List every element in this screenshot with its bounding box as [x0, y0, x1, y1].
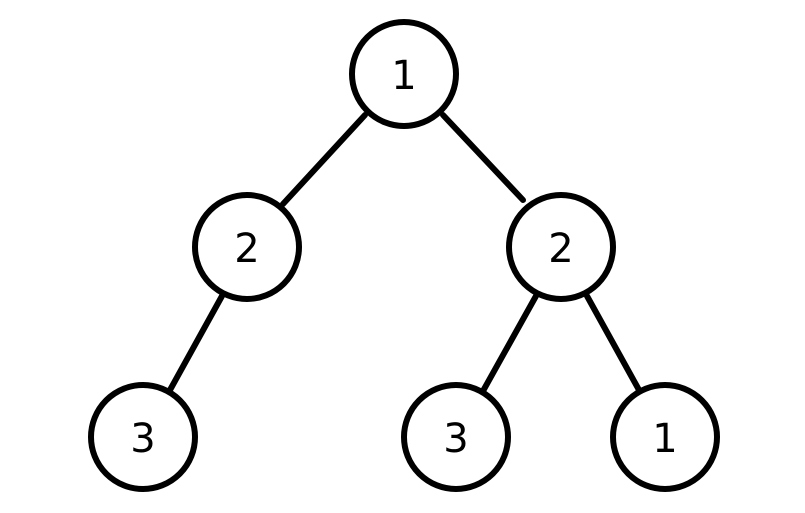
tree-node-root: 1	[349, 19, 459, 129]
tree-node-right-right: 1	[610, 382, 720, 492]
edge-right-right-right	[584, 293, 642, 393]
node-label-right-right: 1	[652, 416, 677, 462]
node-label-right: 2	[548, 226, 573, 272]
node-label-root: 1	[391, 53, 416, 99]
tree-node-right: 2	[506, 192, 616, 302]
tree-node-left: 2	[192, 192, 302, 302]
tree-node-right-left: 3	[401, 382, 511, 492]
tree-node-left-left: 3	[88, 382, 198, 492]
edge-root-right	[440, 112, 526, 203]
node-label-left: 2	[234, 226, 259, 272]
edge-root-left	[280, 112, 368, 207]
edge-right-right-left	[480, 293, 539, 394]
edge-left-left-left	[167, 293, 225, 393]
node-label-left-left: 3	[130, 416, 155, 462]
node-label-right-left: 3	[443, 416, 468, 462]
